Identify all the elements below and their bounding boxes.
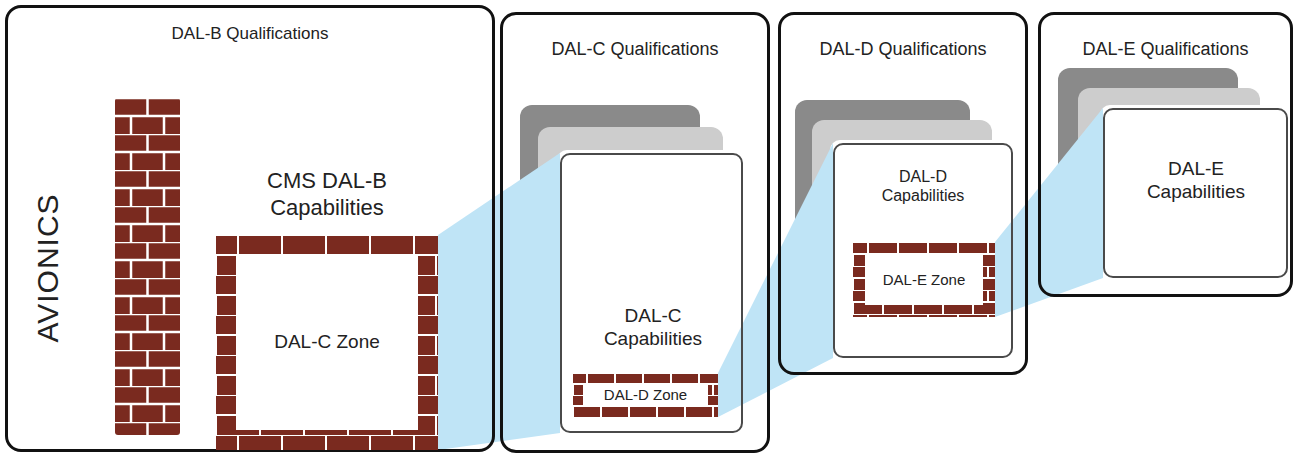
text-slot: DAL-C Capabilities	[588, 305, 718, 351]
text-slot: DAL-D Qualifications	[781, 39, 1025, 61]
capability-card: DAL-C CapabilitiesDAL-D Zone	[560, 153, 743, 433]
panel-title: DAL-B Qualifications	[8, 24, 492, 44]
panel-title: DAL-C Qualifications	[503, 39, 767, 61]
zoom-wedge	[718, 143, 833, 417]
node-label: DAL-C Capabilities	[588, 305, 718, 351]
card-fill	[830, 140, 1010, 355]
node-label: CMS DAL-B Capabilities	[237, 168, 417, 221]
node-label: DAL-D Capabilities	[867, 167, 979, 205]
text-slot: AVIONICS	[30, 193, 66, 342]
capability-card: DAL-D CapabilitiesDAL-E Zone	[833, 143, 1013, 358]
text-slot: CMS DAL-B Capabilities	[237, 168, 417, 221]
qualification-panel: DAL-D QualificationsDAL-D CapabilitiesDA…	[778, 12, 1028, 375]
node-label: DAL-C Zone	[274, 331, 380, 354]
brick-zone: DAL-E Zone	[853, 242, 995, 317]
qualification-panel: DAL-C QualificationsDAL-C CapabilitiesDA…	[500, 12, 770, 453]
qualification-panel: DAL-B QualificationsAVIONICS CMS DAL-B Ca…	[5, 5, 495, 452]
panel-title: DAL-E Qualifications	[1041, 39, 1290, 61]
card-fill	[1100, 105, 1285, 275]
text-slot: DAL-E Zone	[853, 242, 995, 317]
brick-zone: DAL-D Zone	[573, 373, 718, 417]
node-label: DAL-E Capabilities	[1131, 158, 1261, 204]
text-slot: DAL-D Capabilities	[867, 167, 979, 205]
capability-card: DAL-E Capabilities	[1103, 108, 1288, 278]
brick-outline	[216, 235, 438, 450]
panel-title: DAL-D Qualifications	[781, 39, 1025, 61]
zoom-wedge	[438, 153, 560, 450]
node-label: DAL-D Zone	[604, 386, 687, 404]
card-fill	[557, 150, 740, 430]
brick-outline	[573, 373, 718, 417]
brick-zone: CMS DAL-B CapabilitiesDAL-C Zone	[216, 235, 438, 450]
brick-wall	[115, 98, 180, 435]
text-slot: DAL-E Capabilities	[1131, 158, 1261, 204]
qualification-panel: DAL-E QualificationsDAL-E Capabilities	[1038, 12, 1293, 297]
text-slot: DAL-D Zone	[573, 373, 718, 417]
text-slot: DAL-C Zone	[216, 235, 438, 450]
text-slot: DAL-B Qualifications	[8, 24, 492, 44]
text-slot: DAL-C Qualifications	[503, 39, 767, 61]
brick-outline	[853, 242, 995, 317]
node-label: DAL-E Zone	[883, 271, 966, 289]
vertical-label: AVIONICS	[30, 193, 66, 342]
text-slot: DAL-E Qualifications	[1041, 39, 1290, 61]
